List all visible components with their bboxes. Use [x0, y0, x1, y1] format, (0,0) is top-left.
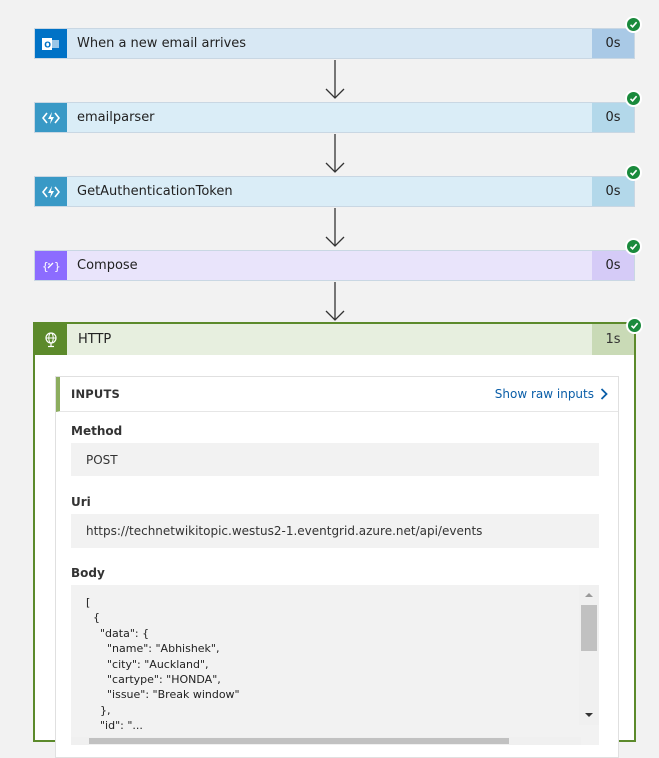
step-duration: 0s: [592, 251, 634, 280]
svg-text:{: {: [42, 260, 49, 273]
method-value: POST: [71, 443, 599, 476]
uri-value: https://technetwikitopic.westus2-1.event…: [71, 514, 599, 548]
uri-label: Uri: [71, 495, 91, 509]
success-check-icon: [626, 317, 643, 334]
step-card-compose[interactable]: {} Compose 0s: [34, 238, 642, 281]
inputs-header: INPUTS Show raw inputs: [56, 377, 618, 412]
vertical-scrollbar[interactable]: [579, 585, 599, 725]
step-duration: 0s: [592, 29, 634, 58]
scroll-up-arrow-icon[interactable]: [579, 589, 599, 601]
success-check-icon: [625, 90, 642, 107]
step-card-emailparser[interactable]: emailparser 0s: [34, 90, 642, 133]
flow-arrow-icon: [325, 208, 345, 247]
flow-arrow-icon: [325, 134, 345, 173]
step-duration: 0s: [592, 177, 634, 206]
method-label: Method: [71, 424, 123, 438]
step-title: HTTP: [78, 332, 112, 347]
success-check-icon: [625, 238, 642, 255]
flow-arrow-icon: [325, 282, 345, 321]
step-title: emailparser: [77, 110, 155, 125]
step-card-new-email[interactable]: O When a new email arrives 0s: [34, 16, 642, 59]
scroll-down-arrow-icon[interactable]: [579, 709, 599, 721]
body-code: [ { "data": { "name": "Abhishek", "city"…: [86, 596, 240, 733]
scrollbar-thumb[interactable]: [581, 605, 597, 651]
body-label: Body: [71, 566, 105, 580]
step-card-http[interactable]: HTTP 1s INPUTS Show raw inputs Method PO…: [33, 317, 643, 758]
chevron-right-icon: [600, 388, 608, 400]
globe-icon: [35, 324, 67, 355]
http-card-header[interactable]: HTTP 1s: [35, 324, 634, 355]
svg-text:O: O: [44, 40, 51, 49]
flow-arrow-icon: [325, 60, 345, 99]
show-raw-inputs-label: Show raw inputs: [494, 387, 594, 401]
inputs-panel: INPUTS Show raw inputs Method POST Uri h…: [55, 376, 619, 758]
horizontal-scrollbar[interactable]: [71, 737, 581, 745]
step-title: GetAuthenticationToken: [77, 184, 233, 199]
step-duration: 0s: [592, 103, 634, 132]
step-title: When a new email arrives: [77, 36, 247, 51]
show-raw-inputs-link[interactable]: Show raw inputs: [495, 387, 608, 401]
success-check-icon: [625, 16, 642, 33]
compose-icon: {}: [35, 251, 67, 280]
step-title: Compose: [77, 258, 138, 273]
body-value: [ { "data": { "name": "Abhishek", "city"…: [71, 585, 599, 745]
scrollbar-thumb[interactable]: [89, 738, 509, 744]
outlook-icon: O: [35, 29, 67, 58]
azure-function-icon: [35, 177, 67, 206]
azure-function-icon: [35, 103, 67, 132]
inputs-label: INPUTS: [71, 387, 120, 401]
svg-text:}: }: [54, 260, 60, 273]
success-check-icon: [625, 164, 642, 181]
step-card-get-authentication-token[interactable]: GetAuthenticationToken 0s: [34, 164, 642, 207]
